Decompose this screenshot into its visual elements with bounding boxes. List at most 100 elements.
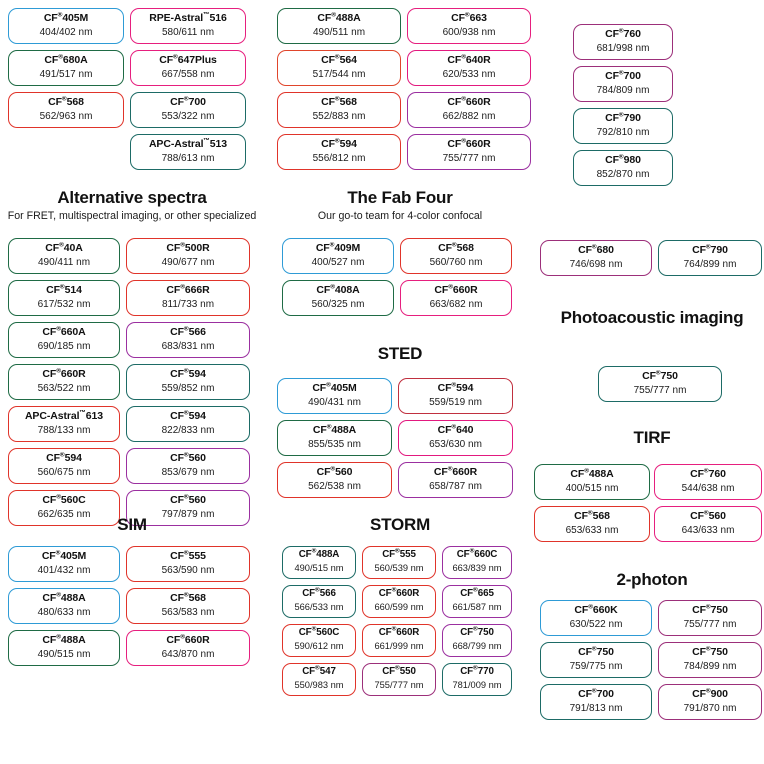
dye-wavelengths: 643/633 nm (681, 524, 735, 536)
dye-wavelengths: 563/522 nm (37, 382, 91, 394)
dye-name: CF®514 (46, 283, 82, 297)
section-title: Alternative spectra (57, 188, 207, 207)
dye-wavelengths: 480/633 nm (37, 606, 91, 618)
dye-name: CF®566 (170, 325, 206, 339)
dye-name: CF®660R (434, 283, 478, 297)
dye-name: CF®760 (605, 27, 641, 41)
section-title: SIM (117, 515, 147, 534)
dye-wavelengths: 784/899 nm (683, 660, 737, 672)
dye-wavelengths: 617/532 nm (37, 298, 91, 310)
dye-wavelengths: 791/813 nm (569, 702, 623, 714)
dye-name: CF®700 (578, 687, 614, 701)
section-subtitle: Our go-to team for 4-color confocal (317, 210, 483, 222)
dye-name: CF®568 (574, 509, 610, 523)
dye-wavelengths: 550/983 nm (294, 680, 344, 691)
dye-name: CF®660A (42, 325, 86, 339)
dye-name: CF®647Plus (159, 53, 217, 67)
dye-wavelengths: 855/535 nm (308, 438, 361, 450)
dye-wavelengths: 630/522 nm (569, 618, 623, 630)
dye-wavelengths: 661/587 nm (452, 602, 502, 613)
dye-name: APC-Astral™513 (148, 137, 228, 151)
dye-name: CF®568 (321, 95, 357, 109)
